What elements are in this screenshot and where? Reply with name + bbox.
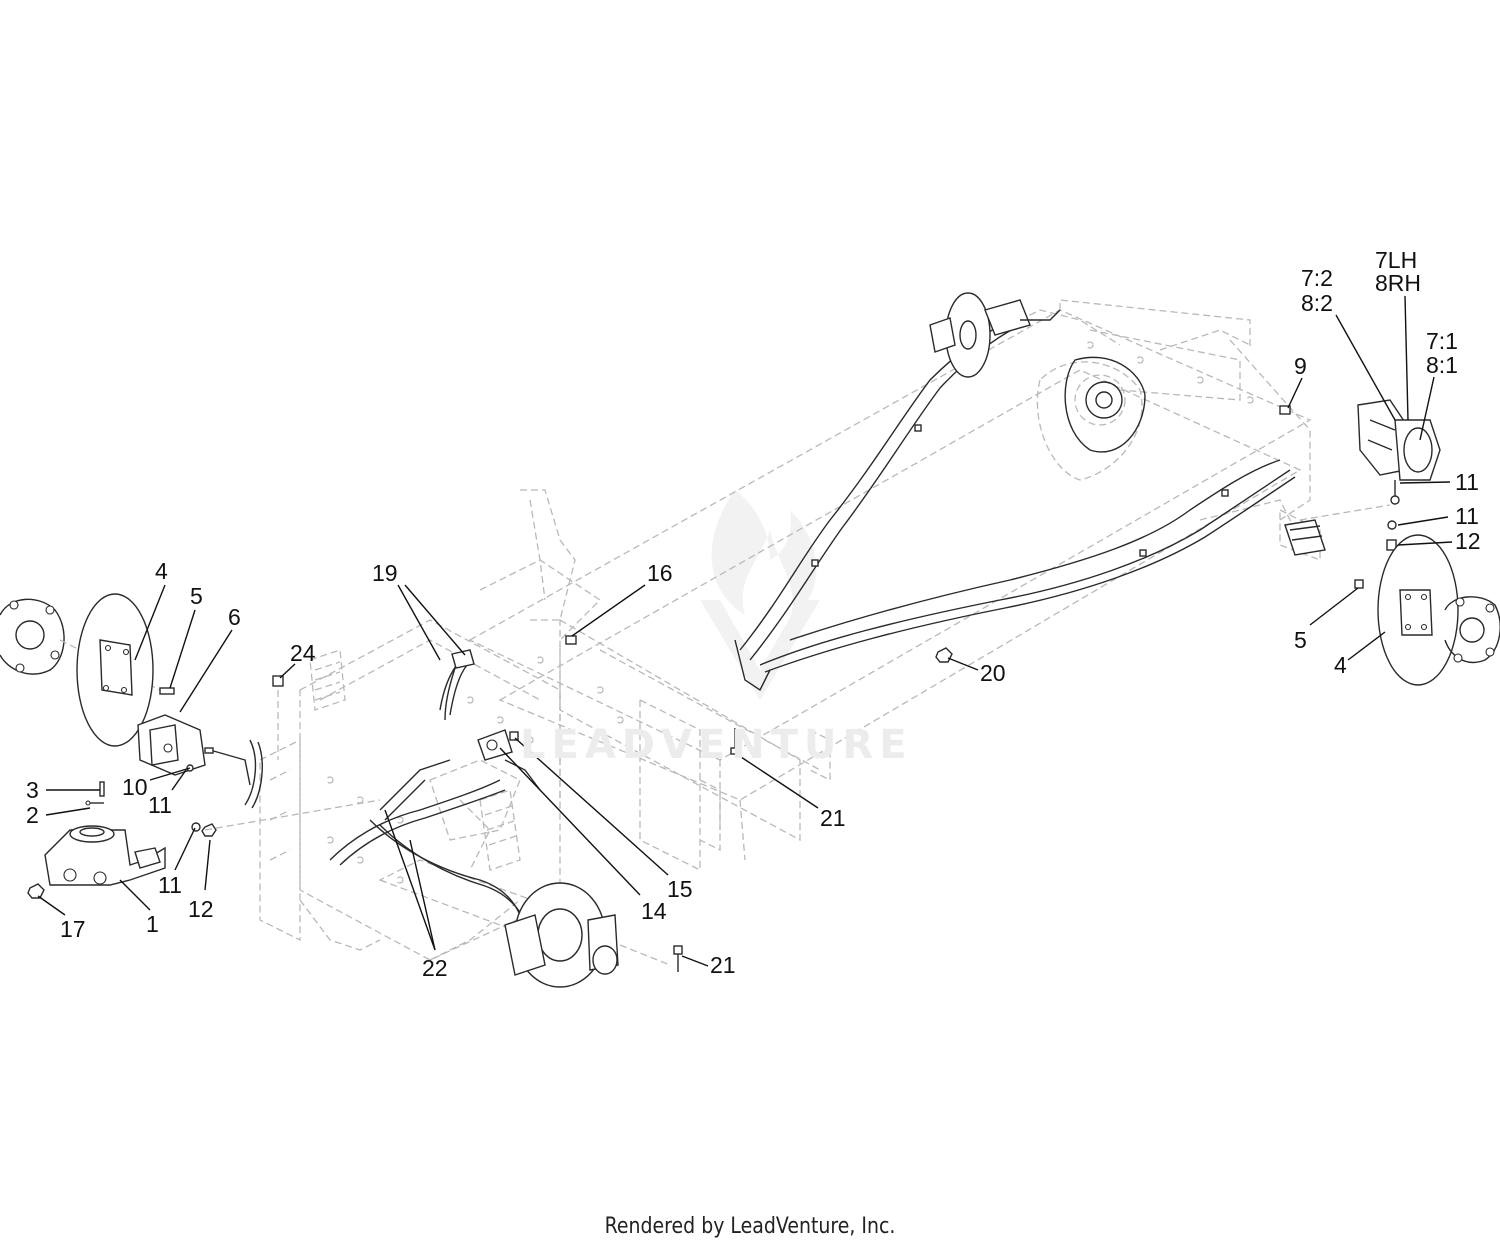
- brake-lines: [244, 319, 1296, 936]
- rear-right-rotor: [1377, 534, 1459, 686]
- rear-right-caliper: [1357, 399, 1441, 481]
- watermark-text: LEADVENTURE: [520, 722, 913, 768]
- callout-12: 12: [1455, 528, 1481, 554]
- rear-left-brake-assembly: [929, 292, 1061, 378]
- pin-and-clip: [85, 781, 105, 806]
- bolt-9: [1279, 405, 1291, 415]
- callout-5: 5: [190, 583, 203, 609]
- callout-11: 11: [1455, 469, 1479, 495]
- callout-17: 17: [60, 916, 86, 942]
- clip-20: [935, 647, 953, 663]
- callout-8rh: 8RH: [1375, 270, 1421, 296]
- rear-right-washers: [1299, 480, 1400, 551]
- front-left-caliper: [137, 714, 251, 786]
- bolt-21-frame: [730, 728, 740, 755]
- rear-axle-spline: [1284, 519, 1326, 556]
- callout-14: 14: [641, 898, 667, 924]
- callout-22: 22: [422, 955, 448, 981]
- front-right-brake-assembly: [504, 882, 619, 988]
- callout-4: 4: [155, 558, 168, 584]
- callout-16: 16: [647, 560, 673, 586]
- callout-labels: 1 2 3 4 5 6 10 11 11 12 17 24 19 16 22 1…: [26, 247, 1481, 981]
- mounting-bolt-24: [272, 675, 284, 760]
- callout-8-2: 8:2: [1301, 290, 1333, 316]
- footer-credit: Rendered by LeadVenture, Inc.: [604, 1214, 896, 1239]
- callout-2: 2: [26, 802, 39, 828]
- callout-24: 24: [290, 640, 316, 666]
- leadventure-watermark-logo: [700, 490, 820, 700]
- callout-11: 11: [148, 792, 172, 818]
- callout-3: 3: [26, 777, 39, 803]
- chassis-frame-phantom: [259, 299, 1321, 961]
- rear-hub-assembly: [1064, 356, 1146, 453]
- callout-7-1: 7:1: [1426, 328, 1458, 354]
- fitting-16: [559, 635, 577, 800]
- bolt-21-lower: [619, 944, 683, 972]
- callout-21: 21: [710, 952, 736, 978]
- leader-lines: [37, 295, 1453, 967]
- rear-right-rotor-bolt: [1354, 579, 1364, 589]
- callout-5: 5: [1294, 627, 1307, 653]
- front-left-brake-rotor: [76, 593, 154, 747]
- callout-11: 11: [158, 872, 182, 898]
- callout-4: 4: [1334, 652, 1347, 678]
- callout-6: 6: [228, 604, 241, 630]
- callout-7-2: 7:2: [1301, 265, 1333, 291]
- rotor-bolt: [159, 687, 175, 695]
- callout-21: 21: [820, 805, 846, 831]
- callout-12: 12: [188, 896, 214, 922]
- nut: [27, 883, 45, 899]
- master-cylinder: [44, 825, 166, 886]
- callout-20: 20: [980, 660, 1006, 686]
- bolt-washer-set-left: [186, 764, 381, 837]
- callout-9: 9: [1294, 353, 1307, 379]
- callout-11: 11: [1455, 503, 1479, 529]
- callout-15: 15: [667, 876, 693, 902]
- brake-hoses-19: [444, 649, 475, 721]
- callout-8-1: 8:1: [1426, 352, 1458, 378]
- callout-19: 19: [372, 560, 398, 586]
- callout-7lh: 7LH: [1375, 247, 1417, 273]
- callout-1: 1: [146, 911, 159, 937]
- proportioning-valve: [477, 729, 541, 791]
- callout-10: 10: [122, 774, 148, 800]
